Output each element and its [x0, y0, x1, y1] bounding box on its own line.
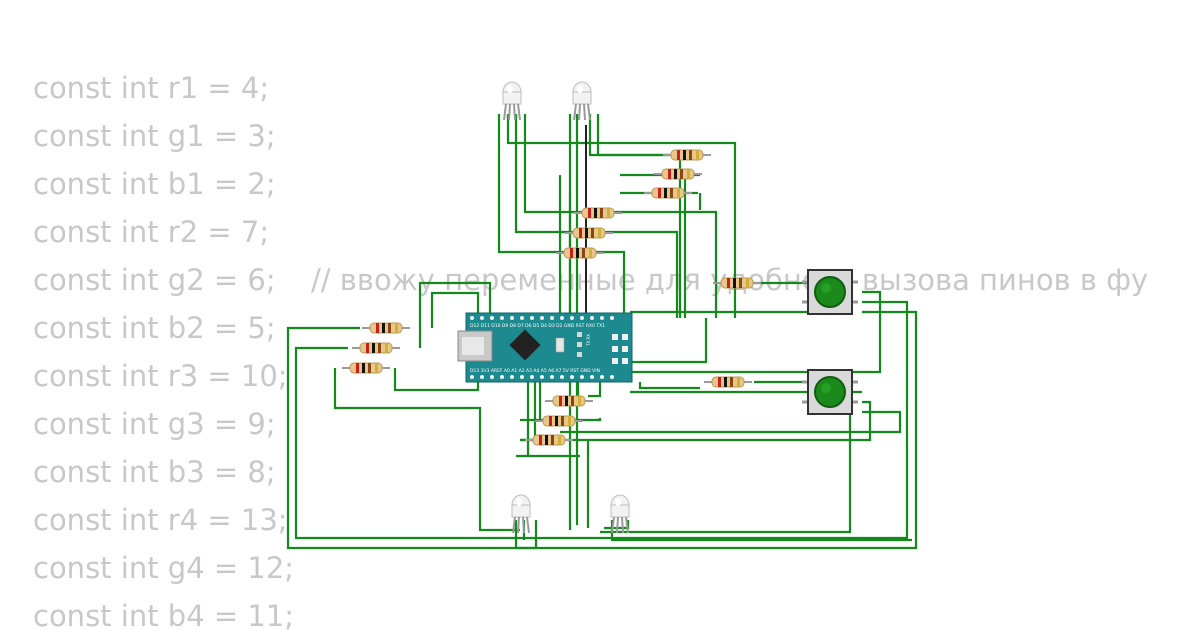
code-line: const int r4 = 13;: [33, 503, 288, 537]
resistors: [341, 149, 762, 446]
code-line: const int r2 = 7;: [33, 215, 270, 249]
resistor: [573, 207, 623, 219]
arduino-nano-board[interactable]: D12 D11 D10 D9 D8 D7 D6 D5 D4 D3 D2 GND …: [457, 312, 633, 383]
resistor: [555, 247, 605, 259]
resistor: [361, 322, 411, 334]
code-line: const int r3 = 10;: [33, 359, 288, 393]
code-line: const int b3 = 8;: [33, 455, 276, 489]
top-pin-labels: D12 D11 D10 D9 D8 D7 D6 D5 D4 D3 D2 GND …: [470, 323, 605, 329]
code-line: const int g4 = 12;: [33, 551, 295, 585]
code-line: const int g1 = 3;: [33, 119, 276, 153]
resistor: [653, 168, 703, 180]
pushbutton-icon[interactable]: [800, 368, 860, 416]
resistor: [544, 395, 594, 407]
resistor: [703, 376, 753, 388]
rgb-led-icon[interactable]: [502, 81, 522, 121]
resistor: [534, 415, 584, 427]
resistor: [712, 277, 762, 289]
led-labels: TX RX: [586, 334, 591, 347]
code-line: const int b4 = 11;: [33, 599, 295, 630]
pushbutton-icon[interactable]: [800, 268, 860, 316]
resistor: [524, 434, 574, 446]
resistor: [564, 227, 614, 239]
rgb-led-icon[interactable]: [511, 494, 531, 534]
code-line: const int b1 = 2;: [33, 167, 276, 201]
resistor: [341, 362, 391, 374]
resistor: [351, 342, 401, 354]
bottom-pin-labels: D13 3V3 AREF A0 A1 A2 A3 A4 A5 A6 A7 5V …: [470, 368, 600, 374]
code-line: const int b2 = 5;: [33, 311, 276, 345]
mcu-chip: [509, 329, 541, 361]
code-line: const int g3 = 9;: [33, 407, 276, 441]
code-line: const int r1 = 4;: [33, 71, 270, 105]
code-line: const int g2 = 6;: [33, 263, 276, 297]
rgb-led-icon[interactable]: [572, 81, 592, 121]
resistor: [662, 149, 712, 161]
